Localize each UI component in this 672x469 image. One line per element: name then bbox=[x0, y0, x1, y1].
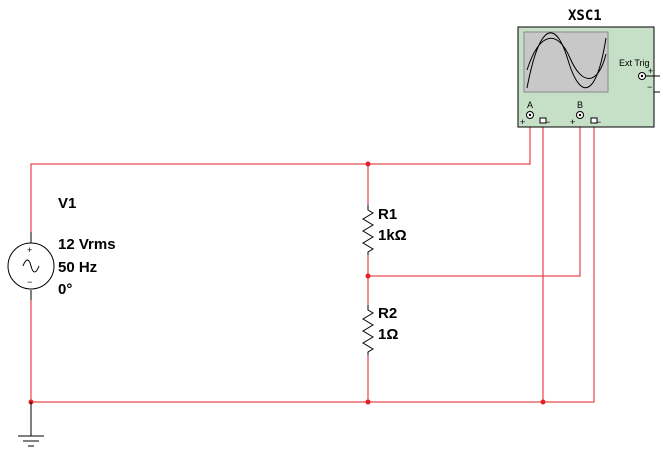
source-minus-sign: − bbox=[27, 277, 32, 287]
ext-trig-plus: + bbox=[648, 66, 653, 76]
ext-trig-minus: − bbox=[647, 82, 652, 92]
junction-bottom-a bbox=[540, 399, 546, 405]
scope-waveform-2 bbox=[526, 38, 607, 79]
channel-b-minus: − bbox=[596, 117, 601, 127]
oscilloscope-xsc1[interactable]: Ext Trig + − A + − B + − bbox=[517, 26, 660, 128]
source-plus-sign: + bbox=[27, 245, 32, 255]
scope-screen bbox=[523, 31, 609, 93]
r1-value-label: 1kΩ bbox=[378, 227, 407, 244]
wire-channel-b[interactable] bbox=[368, 118, 581, 277]
source-voltage-label: 12 Vrms bbox=[58, 236, 116, 253]
channel-a-minus: − bbox=[545, 117, 550, 127]
channel-a-plus: + bbox=[520, 117, 525, 127]
resistor-r2[interactable] bbox=[362, 305, 374, 355]
resistor-r2-symbol bbox=[362, 305, 374, 355]
r2-value-label: 1Ω bbox=[378, 326, 398, 343]
source-phase-label: 0° bbox=[58, 281, 72, 298]
junction-mid bbox=[365, 273, 371, 279]
channel-a-label: A bbox=[527, 100, 533, 110]
resistor-r1-symbol bbox=[362, 205, 374, 255]
resistor-r1[interactable] bbox=[362, 205, 374, 255]
junction-bottom-r2 bbox=[365, 399, 371, 405]
channel-b-label: B bbox=[577, 100, 583, 110]
channel-b-minus-terminal[interactable] bbox=[590, 117, 598, 124]
channel-b-plus: + bbox=[570, 117, 575, 127]
r1-name-label: R1 bbox=[378, 206, 397, 223]
junctions bbox=[28, 161, 546, 405]
scope-name-label: XSC1 bbox=[568, 8, 602, 24]
sine-wave-icon bbox=[22, 259, 40, 273]
wire-top-rail[interactable] bbox=[30, 118, 531, 243]
ground-icon[interactable] bbox=[18, 402, 44, 447]
wires bbox=[30, 118, 595, 403]
source-frequency-label: 50 Hz bbox=[58, 259, 97, 276]
wire-bottom-rail[interactable] bbox=[30, 121, 595, 403]
source-name-label: V1 bbox=[58, 195, 76, 212]
channel-a-minus-terminal[interactable] bbox=[539, 117, 547, 124]
ext-trig-label: Ext Trig bbox=[619, 58, 650, 68]
ac-source-v1[interactable]: + − bbox=[7, 232, 55, 300]
r2-name-label: R2 bbox=[378, 305, 397, 322]
junction-top bbox=[365, 161, 371, 167]
ac-source-symbol bbox=[7, 242, 55, 290]
